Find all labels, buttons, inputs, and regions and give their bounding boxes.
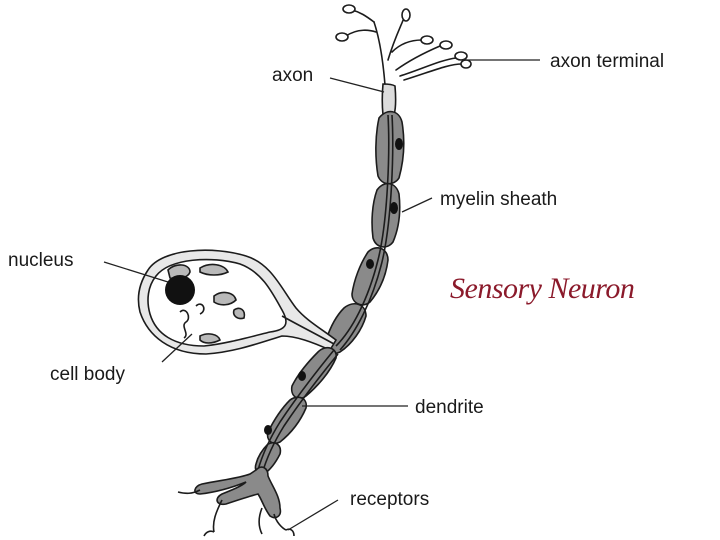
axon-terminal-knobs [335, 4, 472, 69]
nucleus-label: nucleus [8, 250, 74, 271]
dendrite-fiber [254, 346, 339, 476]
schwann-cell-nucleus [264, 425, 272, 435]
schwann-cell-nucleus [395, 138, 403, 150]
receptor-endings [177, 466, 295, 537]
myelin-segment [351, 247, 389, 306]
diagram-title: Sensory Neuron [450, 272, 634, 305]
dendrite-label: dendrite [415, 397, 484, 418]
myelin-sheath-label: myelin sheath [440, 189, 557, 210]
cell-body-label: cell body [50, 364, 125, 385]
schwann-cell-nucleus [366, 259, 374, 269]
axon-fiber [324, 83, 405, 355]
cell-body [137, 249, 338, 355]
receptors-label: receptors [350, 489, 429, 510]
schwann-cell-nucleus [390, 202, 398, 214]
nucleus-shape [165, 275, 195, 305]
axon-label: axon [272, 65, 313, 86]
schwann-cell-nucleus [298, 371, 306, 381]
myelin-segment [375, 110, 405, 185]
axon-terminal-branches [345, 9, 463, 86]
leader-lines [103, 59, 540, 531]
axon-terminal-label: axon terminal [550, 51, 664, 72]
